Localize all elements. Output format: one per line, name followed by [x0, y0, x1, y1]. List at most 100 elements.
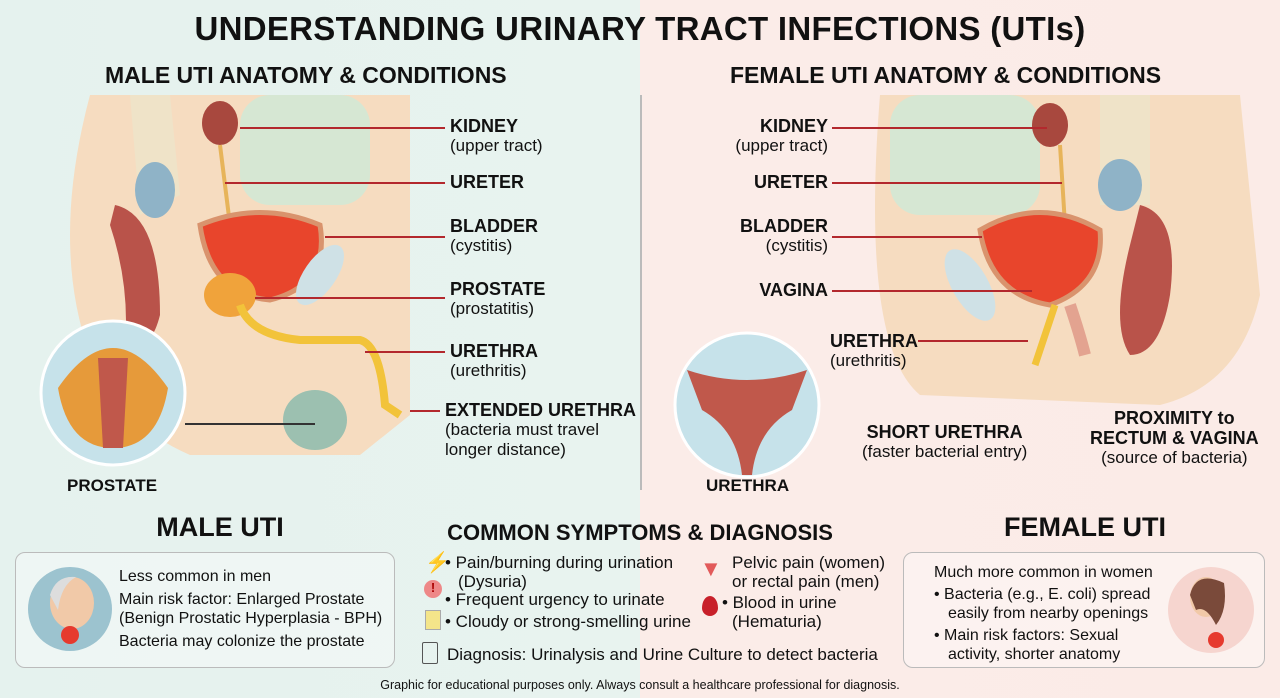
text: SHORT URETHRA	[866, 422, 1023, 442]
text: (Dysuria)	[458, 572, 527, 591]
inset-label-urethra: URETHRA	[706, 476, 790, 495]
leader-line	[918, 340, 1028, 342]
prostate-inset	[39, 319, 187, 467]
inset-label-prostate: PROSTATE	[67, 476, 158, 495]
text: (upper tract)	[450, 136, 543, 155]
label-kidney: KIDNEY(upper tract)	[450, 116, 543, 156]
text: URETHRA	[450, 341, 538, 361]
page-title: UNDERSTANDING URINARY TRACT INFECTIONS (…	[194, 10, 1086, 47]
text: longer distance)	[445, 440, 566, 459]
text: (source of bacteria)	[1101, 448, 1248, 467]
leader-line	[832, 236, 982, 238]
male-uti-box: Less common in men Main risk factor: Enl…	[15, 552, 395, 668]
urine-cup-icon	[425, 610, 441, 630]
text	[218, 144, 232, 226]
urethra-shape	[236, 303, 403, 419]
text: or rectal pain (men)	[732, 572, 880, 591]
text	[1120, 205, 1172, 355]
blood-drop-icon	[702, 596, 718, 616]
female-uti-box: Much more common in women • Bacteria (e.…	[903, 552, 1265, 668]
text	[296, 244, 344, 306]
text: VAGINA	[759, 280, 828, 300]
text	[1190, 578, 1225, 625]
label-ureter-f: URETER	[700, 172, 828, 192]
leader-line	[225, 182, 445, 184]
male-uti-line: (Benign Prostatic Hyperplasia - BPH)	[119, 610, 383, 627]
text: easily from nearby openings	[948, 605, 1149, 622]
leader-line	[410, 410, 440, 412]
text	[977, 210, 1103, 308]
text: • Blood in urine	[722, 593, 837, 612]
text: BLADDER	[450, 216, 538, 236]
text: URETHRA	[830, 331, 918, 351]
symptom-blood: • Blood in urine(Hematuria)	[722, 593, 837, 631]
woman-profile-icon	[1168, 567, 1254, 653]
leader-line	[325, 236, 445, 238]
text: • Pain/burning during urination	[445, 553, 674, 572]
male-uti-line: Bacteria may colonize the prostate	[119, 633, 365, 650]
text	[1031, 303, 1059, 367]
text	[1032, 103, 1068, 147]
text: RECTUM & VAGINA	[1090, 428, 1259, 448]
male-uti-line: Main risk factor: Enlarged Prostate	[119, 591, 365, 608]
text: Less common in men Main risk factor: Enl…	[119, 567, 382, 651]
urgency-alert-icon: !	[424, 580, 442, 598]
male-heading: MALE UTI ANATOMY & CONDITIONS	[105, 62, 507, 88]
text	[283, 390, 347, 450]
text	[944, 249, 996, 321]
text	[890, 95, 1040, 215]
text: • Main risk factors: Sexual	[934, 627, 1119, 644]
text	[1098, 159, 1142, 211]
man-profile-icon	[28, 567, 112, 651]
text: KIDNEY	[450, 116, 519, 136]
text: (urethritis)	[450, 361, 527, 380]
text: Much more common in women • Bacteria (e.…	[934, 563, 1153, 664]
clipboard-icon	[422, 642, 438, 664]
leader-line	[365, 351, 445, 353]
text: PROXIMITY to	[1113, 408, 1235, 428]
lightning-pain-icon: ⚡	[425, 552, 450, 574]
leader-line	[185, 423, 315, 425]
text: (upper tract)	[735, 136, 828, 155]
symptom-pelvic-pain: Pelvic pain (women)or rectal pain (men)	[732, 553, 885, 591]
text: PROSTATE	[450, 279, 546, 299]
symptom-dysuria: • Pain/burning during urination(Dysuria)	[445, 553, 673, 591]
leader-line	[255, 297, 445, 299]
leader-line	[832, 182, 1062, 184]
label-kidney-f: KIDNEY(upper tract)	[700, 116, 828, 156]
pelvis-icon: ▼	[700, 556, 722, 581]
text	[687, 370, 807, 475]
text	[1064, 303, 1091, 357]
text: EXTENDED URETHRA	[445, 400, 637, 420]
footer-disclaimer: Graphic for educational purposes only. A…	[380, 678, 900, 692]
text	[1208, 632, 1224, 648]
female-uti-line: Much more common in women	[934, 564, 1153, 581]
text	[110, 205, 160, 347]
leader-line	[832, 290, 1032, 292]
symptoms-heading: COMMON SYMPTOMS & DIAGNOSIS	[447, 520, 833, 545]
symptom-urgency: • Frequent urgency to urinate	[445, 590, 665, 609]
male-uti-heading: MALE UTI	[156, 512, 284, 542]
text: (faster bacterial entry)	[862, 442, 1028, 461]
symptom-cloudy: • Cloudy or strong-smelling urine	[445, 612, 691, 631]
text	[240, 95, 370, 205]
text: URETER	[753, 172, 828, 192]
text: (prostatitis)	[450, 299, 535, 318]
text: (Hematuria)	[732, 612, 822, 631]
text: • Bacteria (e.g., E. coli) spread	[934, 586, 1151, 603]
label-urethra: URETHRA(urethritis)	[450, 341, 538, 381]
text: URETER	[450, 172, 525, 192]
divider	[640, 95, 642, 490]
label-ureter: URETER	[450, 172, 524, 192]
text: (cystitis)	[450, 236, 513, 255]
text: • Bacteria (e.g., E. coli) spread easily …	[934, 585, 1153, 623]
female-heading: FEMALE UTI ANATOMY & CONDITIONS	[730, 62, 1162, 88]
label-bladder: BLADDER(cystitis)	[450, 216, 538, 256]
label-vagina: VAGINA	[700, 280, 828, 300]
label-prostate: PROSTATE(prostatitis)	[450, 279, 545, 319]
text	[61, 626, 79, 644]
leader-line	[832, 127, 1047, 129]
urethra-inset	[673, 331, 821, 479]
